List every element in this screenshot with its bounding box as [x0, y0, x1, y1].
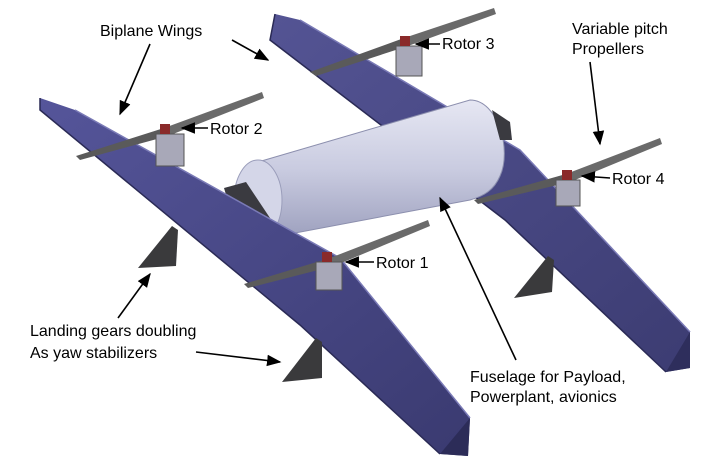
- annotation-arrows: [117, 38, 611, 367]
- labels: Biplane Wings Variable pitch Propellers …: [30, 21, 668, 406]
- label-variable-pitch-line2: Propellers: [572, 41, 644, 58]
- label-rotor-3: Rotor 3: [442, 36, 495, 53]
- arrow-variable-pitch: [589, 61, 605, 146]
- label-rotor-1: Rotor 1: [376, 255, 429, 272]
- stabilizer-rear-right: [514, 256, 554, 298]
- stabilizers: [138, 226, 554, 382]
- label-variable-pitch-line1: Variable pitch: [572, 21, 668, 38]
- label-fuselage-line1: Fuselage for Payload,: [470, 369, 626, 386]
- label-rotor-2: Rotor 2: [210, 121, 263, 138]
- arrow-landing-front-right: [195, 351, 282, 367]
- label-fuselage-line2: Powerplant, avionics: [470, 389, 617, 406]
- arrow-landing-front-left: [117, 272, 151, 319]
- label-rotor-4: Rotor 4: [612, 171, 665, 188]
- stabilizer-front-right: [282, 338, 322, 382]
- rotor-3-assembly: [310, 8, 496, 77]
- arrow-rotor-4: [580, 171, 611, 183]
- stabilizer-front-left: [138, 226, 178, 268]
- label-landing-gears-line2: As yaw stabilizers: [30, 345, 157, 362]
- arrow-biplane-to-front-wing: [119, 43, 151, 116]
- rotor-1-assembly: [244, 220, 430, 291]
- rotor-4-assembly: [474, 138, 662, 207]
- arrow-biplane-to-rear-wing: [231, 39, 270, 61]
- arrow-fuselage: [439, 196, 517, 361]
- label-biplane-wings: Biplane Wings: [100, 23, 202, 40]
- label-landing-gears-line1: Landing gears doubling: [30, 323, 196, 340]
